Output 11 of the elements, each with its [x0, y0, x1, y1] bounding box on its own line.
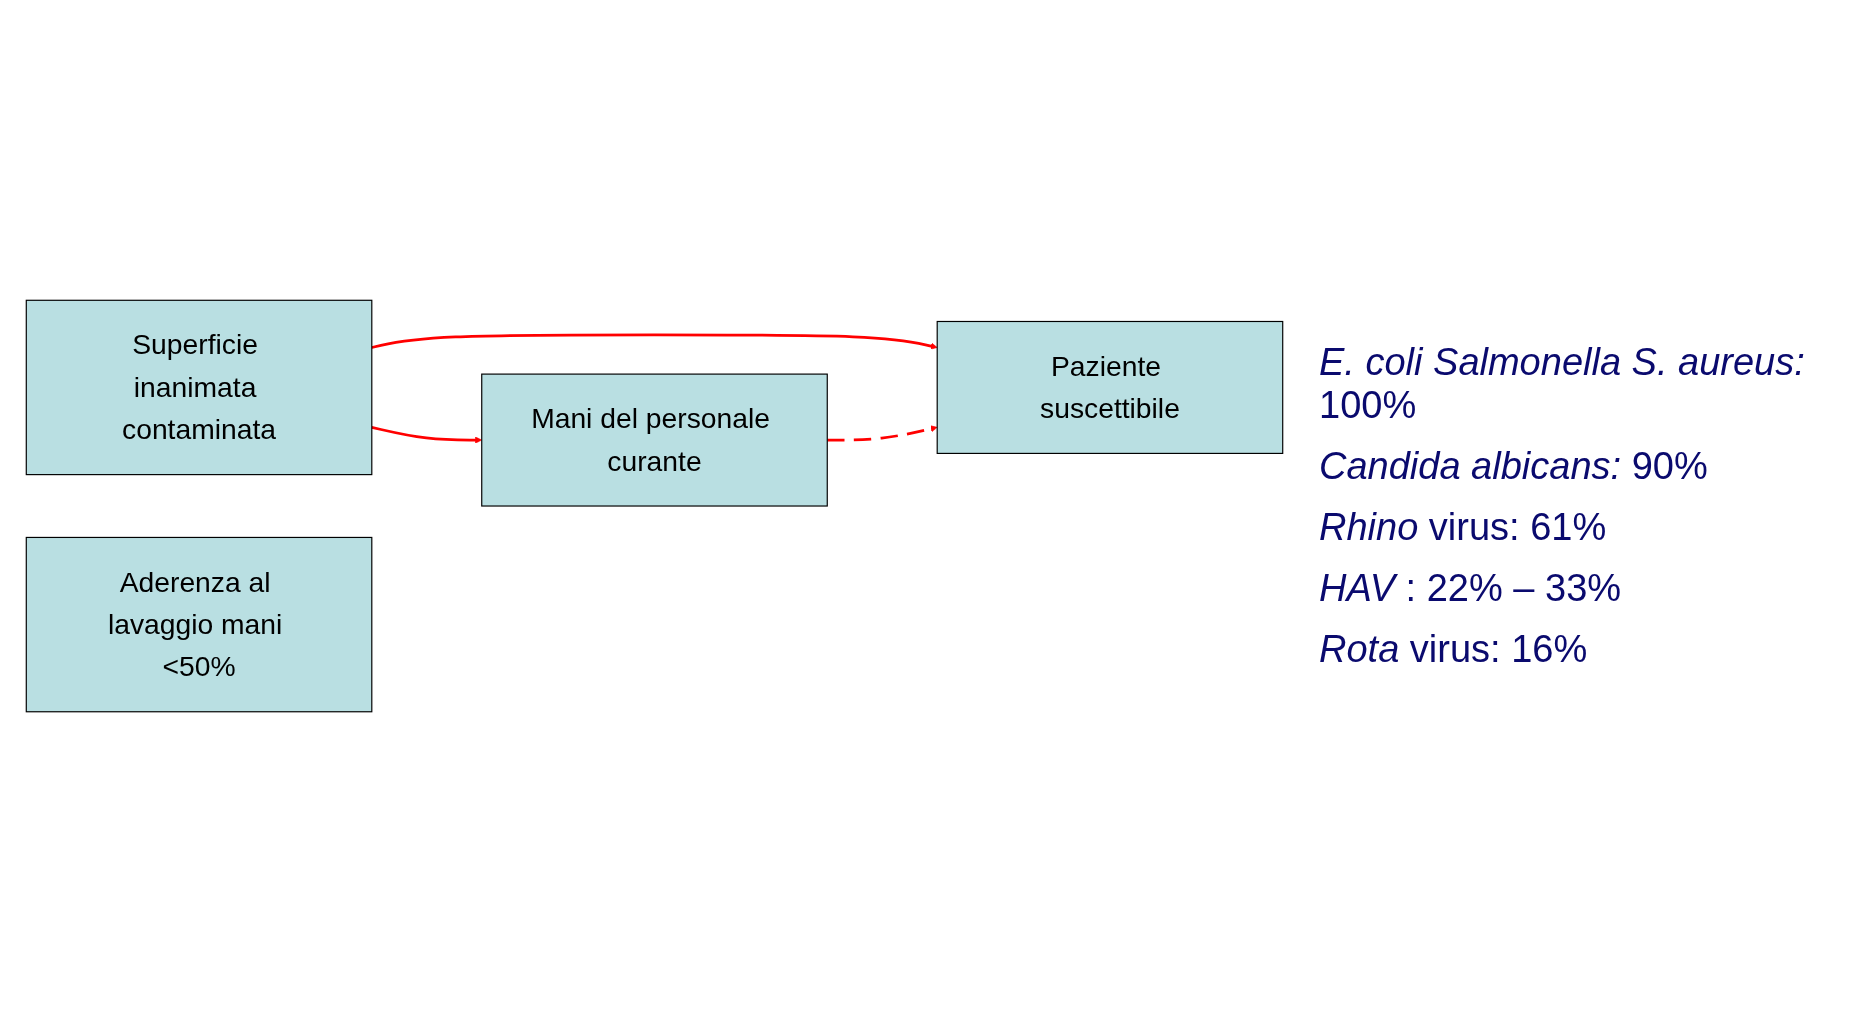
node-box: Superficie inanimata contaminata — [25, 299, 373, 476]
node-box: Aderenza al lavaggio mani <50% — [25, 536, 373, 713]
transmission-rate-note: Candida albicans: 90% — [1319, 445, 1709, 488]
transmission-rate-note: Rhino virus: 61% — [1319, 506, 1608, 549]
arrow — [371, 333, 938, 350]
node-box: Mani del personale curante — [481, 373, 828, 507]
arrow — [827, 425, 938, 442]
transmission-rate-note: E. coli Salmonella S. aureus: 100% — [1319, 341, 1806, 427]
transmission-rate-note: Rota virus: 16% — [1319, 628, 1589, 671]
transmission-rate-note: HAV : 22% – 33% — [1319, 567, 1623, 610]
node-box: Paziente suscettibile — [936, 320, 1284, 454]
